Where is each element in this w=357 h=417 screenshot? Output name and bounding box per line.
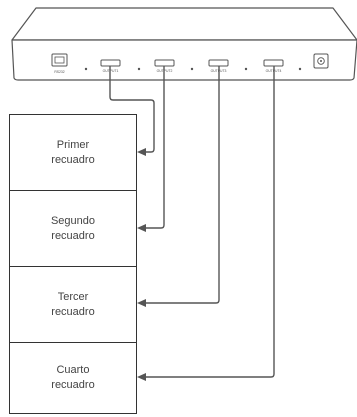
cable-output-2 <box>145 66 165 229</box>
screen-box-3: Tercer recuadro <box>9 266 137 344</box>
arrowhead-screen-4 <box>137 373 146 381</box>
screen-box-1: Primer recuadro <box>9 114 137 192</box>
screen-label-2: Segundo recuadro <box>50 215 96 242</box>
arrowhead-screen-1 <box>137 148 146 156</box>
screen-label-3: Tercer recuadro <box>51 291 95 318</box>
separator-dot <box>84 67 88 71</box>
arrowhead-screen-3 <box>137 299 146 307</box>
cable-output-3 <box>145 66 220 304</box>
rs232-label: RS232 <box>54 70 64 74</box>
separator-dot <box>137 67 141 71</box>
separator-dot <box>244 67 248 71</box>
arrowhead-screen-2 <box>137 224 146 232</box>
power-jack <box>313 53 329 69</box>
screen-box-4: Cuarto recuadro <box>9 342 137 414</box>
cable-output-4 <box>145 66 275 378</box>
hdmi-splitter-device: RS232 OUTPUT1 OUTPUT2 OUTPUT3 <box>11 7 357 81</box>
screen-label-4: Cuarto recuadro <box>51 364 95 391</box>
separator-dot <box>298 67 302 71</box>
separator-dot <box>190 67 194 71</box>
screen-label-1: Primer recuadro <box>51 139 95 166</box>
device-top-face <box>11 7 357 41</box>
screen-box-2: Segundo recuadro <box>9 190 137 268</box>
cable-output-1 <box>109 66 155 153</box>
device-front-face <box>11 39 357 81</box>
rs232-port: RS232 <box>51 53 68 74</box>
